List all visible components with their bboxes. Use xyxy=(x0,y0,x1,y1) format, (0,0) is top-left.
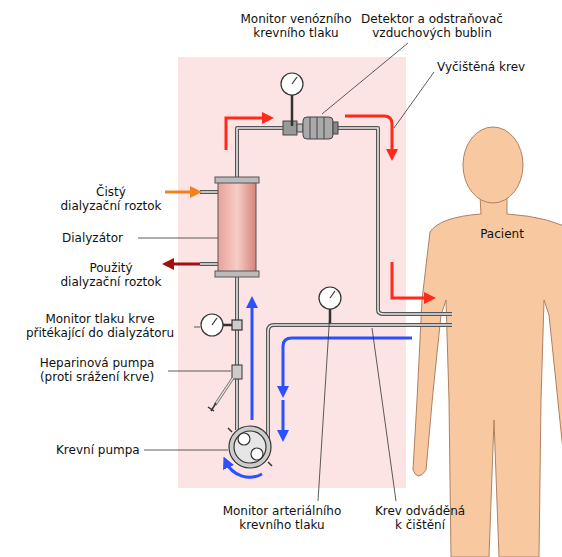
blood-pump xyxy=(228,426,272,468)
label: Detektor a odstraňovač vzduchových bubli… xyxy=(361,12,503,40)
tubing xyxy=(200,128,452,440)
clean-blood-arrows xyxy=(226,116,430,298)
outflow-arrow xyxy=(168,263,200,266)
label: Dialyzátor xyxy=(62,231,123,245)
machine-panel xyxy=(178,57,406,488)
label: Použitý dialyzační roztok xyxy=(60,261,161,289)
patient-silhouette xyxy=(413,127,562,557)
leader-lines xyxy=(138,43,434,501)
label: Krev odváděná k čištění xyxy=(375,504,465,532)
label: Monitor venózního krevního tlaku xyxy=(240,12,351,40)
pressure-gauges xyxy=(201,73,341,336)
label: Vyčištěná krev xyxy=(437,60,525,74)
node-text: Pacient xyxy=(480,227,524,241)
dirty-blood-arrows xyxy=(226,302,412,477)
label: Čistý dialyzační roztok xyxy=(60,185,161,213)
label: Monitor arteriálního krevního tlaku xyxy=(223,504,342,532)
dialyzer xyxy=(215,177,259,277)
label: Krevní pumpa xyxy=(56,443,140,457)
heparin-pump xyxy=(208,365,242,411)
patient-figure: Pacient xyxy=(477,225,527,243)
label: Heparinová pumpa (proti srážení krve) xyxy=(40,356,155,384)
inflow-arrow xyxy=(165,191,196,194)
label: Monitor tlaku krve přitékající do dialyz… xyxy=(26,312,174,340)
